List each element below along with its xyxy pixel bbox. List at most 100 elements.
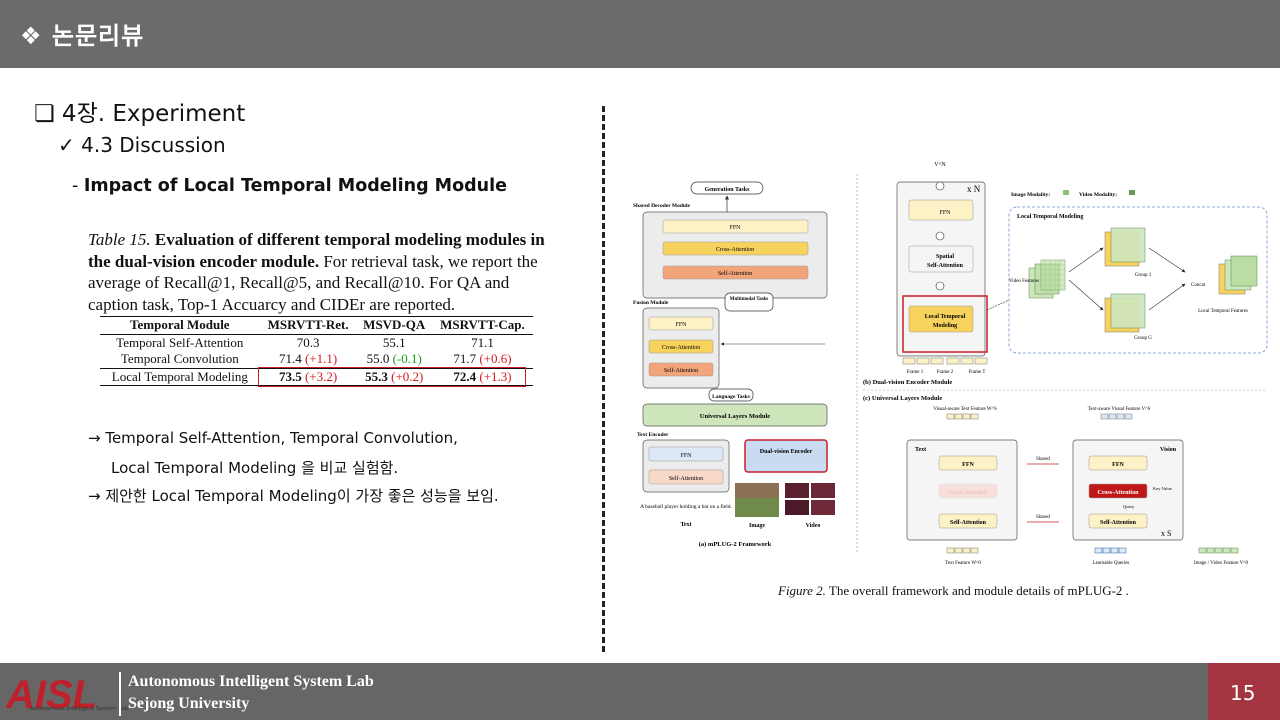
footer-separator bbox=[119, 672, 121, 716]
svg-text:AISL: AISL bbox=[6, 673, 97, 716]
panel-a: Generation Tasks Shared Decoder Module F… bbox=[633, 181, 835, 548]
svg-text:Self-Attention: Self-Attention bbox=[1100, 520, 1137, 526]
video-feature-cubes bbox=[1028, 259, 1066, 299]
shared-decoder-label: Shared Decoder Module bbox=[633, 203, 690, 209]
figure-caption: Figure 2. The overall framework and modu… bbox=[778, 583, 1129, 598]
aisl-logo-icon: AISL bbox=[6, 673, 97, 716]
svg-text:Dual-vision Encoder: Dual-vision Encoder bbox=[760, 449, 813, 455]
note-line-3: → 제안한 Local Temporal Modeling이 가장 좋은 성능을… bbox=[88, 487, 499, 505]
logo-subtitle: Autonomous Intelligent System Lab bbox=[30, 706, 129, 712]
cell-cap: 71.1 bbox=[471, 334, 494, 350]
svg-text:Text: Text bbox=[680, 522, 691, 528]
svg-text:Learnable Queries: Learnable Queries bbox=[1093, 561, 1130, 566]
table-row: Temporal Self-Attention 70.3 55.1 71.1 bbox=[100, 334, 533, 351]
cell-module: Temporal Convolution bbox=[120, 351, 239, 367]
cell-cap: 72.4 (+1.3) bbox=[453, 368, 512, 384]
table-header-row: Temporal Module MSRVTT-Ret. MSVD-QA MSRV… bbox=[100, 316, 533, 334]
svg-text:x N: x N bbox=[967, 184, 981, 194]
svg-text:Shared: Shared bbox=[1036, 457, 1050, 462]
svg-text:Query: Query bbox=[1123, 504, 1135, 509]
header-title: ❖ 논문리뷰 bbox=[20, 22, 145, 50]
panel-c: (c) Universal Layers Module Visual-aware… bbox=[863, 395, 1249, 566]
table-caption: Table 15. Evaluation of different tempor… bbox=[88, 229, 552, 315]
svg-text:Multimodal Tasks: Multimodal Tasks bbox=[730, 297, 769, 302]
svg-text:Video: Video bbox=[806, 523, 821, 529]
svg-text:Frame 2: Frame 2 bbox=[937, 370, 954, 375]
svg-text:Frame 1: Frame 1 bbox=[907, 370, 924, 375]
col-msrvtt-cap: MSRVTT-Cap. bbox=[440, 317, 525, 333]
svg-text:Image Modality:: Image Modality: bbox=[1011, 192, 1050, 198]
ltm-title: Local Temporal Modeling bbox=[1017, 214, 1083, 220]
svg-text:V^N: V^N bbox=[934, 162, 946, 168]
cell-ret: 70.3 bbox=[296, 334, 320, 350]
cell-ret: 71.4 (+1.1) bbox=[278, 351, 338, 367]
svg-text:Language Tasks: Language Tasks bbox=[712, 394, 750, 400]
panel-b-caption: (b) Dual-vision Encoder Module bbox=[863, 379, 952, 386]
svg-text:FFN: FFN bbox=[962, 462, 974, 468]
svg-text:Key Value: Key Value bbox=[1153, 486, 1172, 491]
cell-qa: 55.0 (-0.1) bbox=[366, 351, 422, 367]
svg-text:Group 1: Group 1 bbox=[1135, 273, 1152, 278]
svg-text:Spatial: Spatial bbox=[936, 254, 954, 260]
svg-text:FFN: FFN bbox=[1112, 462, 1124, 468]
svg-text:Cross-Attention: Cross-Attention bbox=[716, 247, 754, 253]
svg-text:A baseball player holding a ba: A baseball player holding a bat on a fie… bbox=[640, 503, 732, 510]
svg-text:Cross-Attention: Cross-Attention bbox=[949, 490, 987, 496]
table-caption-bold: Evaluation of different temporal modelin… bbox=[88, 230, 545, 271]
section-title: ❏ 4장. Experiment bbox=[34, 101, 246, 127]
svg-text:Group G: Group G bbox=[1134, 336, 1152, 341]
svg-text:Vision: Vision bbox=[1160, 447, 1177, 453]
svg-text:Video Features: Video Features bbox=[1009, 279, 1039, 284]
panel-c-caption: (c) Universal Layers Module bbox=[863, 395, 942, 402]
svg-text:Cross-Attention: Cross-Attention bbox=[1098, 490, 1140, 496]
svg-text:x S: x S bbox=[1161, 529, 1171, 538]
svg-text:FFN: FFN bbox=[939, 210, 951, 216]
svg-text:Image: Image bbox=[749, 523, 765, 529]
svg-text:FFN: FFN bbox=[729, 225, 741, 231]
note-line-1: → Temporal Self-Attention, Temporal Conv… bbox=[88, 429, 458, 447]
note-line-2: Local Temporal Modeling 을 비교 실험함. bbox=[111, 459, 399, 477]
svg-text:Text Encoder: Text Encoder bbox=[637, 432, 669, 438]
mplug2-figure: Generation Tasks Shared Decoder Module F… bbox=[633, 162, 1268, 566]
svg-text:Self-Attention: Self-Attention bbox=[664, 367, 698, 374]
svg-text:FFN: FFN bbox=[675, 322, 687, 328]
dashed-divider bbox=[602, 106, 605, 652]
slide-header: ❖ 논문리뷰 bbox=[0, 0, 1280, 68]
svg-text:Modeling: Modeling bbox=[933, 323, 957, 329]
svg-text:Visual-aware Text Feature W^S: Visual-aware Text Feature W^S bbox=[933, 407, 997, 412]
footer-lab-name: Autonomous Intelligent System Lab bbox=[128, 673, 374, 690]
section-subtitle: ✓ 4.3 Discussion bbox=[58, 133, 226, 157]
svg-text:Image / Video Feature V^0: Image / Video Feature V^0 bbox=[1194, 561, 1249, 566]
svg-text:FFN: FFN bbox=[680, 453, 692, 459]
cell-ret: 73.5 (+3.2) bbox=[278, 368, 338, 384]
cell-module: Temporal Self-Attention bbox=[116, 334, 244, 350]
topic-heading: - Impact of Local Temporal Modeling Modu… bbox=[72, 176, 507, 196]
table-row: Local Temporal Modeling 73.5 (+3.2) 55.3… bbox=[100, 368, 533, 386]
universal-layers-label: Universal Layers Module bbox=[700, 413, 771, 420]
topic-text: Impact of Local Temporal Modeling Module bbox=[83, 176, 507, 196]
col-msvd-qa: MSVD-QA bbox=[363, 317, 426, 333]
cell-module: Local Temporal Modeling bbox=[111, 368, 248, 384]
results-table: Temporal Module MSRVTT-Ret. MSVD-QA MSRV… bbox=[100, 316, 533, 386]
cell-cap: 71.7 (+0.6) bbox=[453, 351, 512, 367]
svg-text:Local Temporal Features: Local Temporal Features bbox=[1198, 309, 1248, 314]
svg-text:Cross-Attention: Cross-Attention bbox=[662, 345, 700, 351]
svg-text:Self-Attention: Self-Attention bbox=[669, 475, 703, 482]
svg-text:Self-Attention: Self-Attention bbox=[927, 263, 964, 269]
svg-text:Self-Attention: Self-Attention bbox=[718, 270, 752, 277]
svg-text:Text Feature W^0: Text Feature W^0 bbox=[945, 561, 981, 566]
page-number: 15 bbox=[1230, 681, 1256, 705]
cell-qa: 55.3 (+0.2) bbox=[365, 368, 424, 384]
generation-tasks-label: Generation Tasks bbox=[705, 187, 751, 193]
panel-a-caption: (a) mPLUG-2 Framework bbox=[699, 541, 772, 548]
svg-text:Text-aware Visual Feature V^S: Text-aware Visual Feature V^S bbox=[1088, 407, 1151, 412]
svg-text:Video Modality:: Video Modality: bbox=[1079, 192, 1117, 198]
svg-text:Concat: Concat bbox=[1191, 283, 1206, 288]
topic-prefix: - bbox=[72, 176, 84, 196]
svg-text:Shared: Shared bbox=[1036, 515, 1050, 520]
slide-footer bbox=[0, 663, 1280, 720]
panel-b: V^N x N FFN Spatial Self-Attention Local… bbox=[863, 162, 1268, 386]
table-caption-label: Table 15. bbox=[88, 230, 151, 249]
col-temporal-module: Temporal Module bbox=[130, 317, 230, 333]
footer-university: Sejong University bbox=[128, 695, 250, 712]
